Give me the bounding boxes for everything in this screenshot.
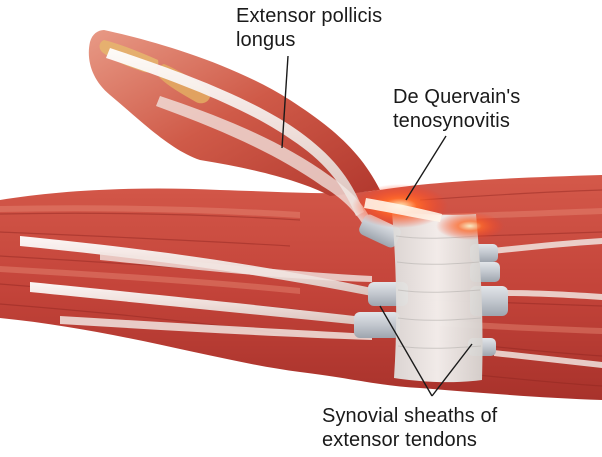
label-epl-line-2: longus: [236, 28, 382, 52]
label-de-quervain: De Quervain's tenosynovitis: [393, 85, 520, 133]
label-synovial-sheaths: Synovial sheaths of extensor tendons: [322, 404, 497, 452]
label-dq-line-2: tenosynovitis: [393, 109, 520, 133]
label-dq-line-1: De Quervain's: [393, 85, 520, 109]
inflammation-glow-distal: [436, 212, 504, 240]
label-sheaths-line-2: extensor tendons: [322, 428, 497, 452]
label-sheaths-line-1: Synovial sheaths of: [322, 404, 497, 428]
label-epl-line-1: Extensor pollicis: [236, 4, 382, 28]
label-extensor-pollicis-longus: Extensor pollicis longus: [236, 4, 382, 52]
